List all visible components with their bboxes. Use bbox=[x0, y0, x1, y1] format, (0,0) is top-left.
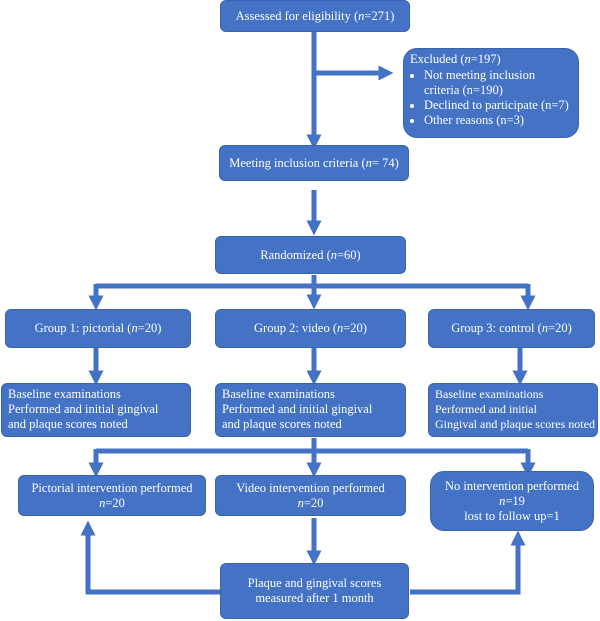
group2-box: Group 2: video (n=20) bbox=[215, 309, 406, 348]
baseline2-line: Baseline examinations bbox=[222, 387, 335, 401]
baseline3-line: Baseline examinations bbox=[435, 387, 544, 401]
randomized-box: Randomized (n=60) bbox=[215, 236, 406, 274]
no-intervention-value: =19 bbox=[505, 493, 525, 508]
baseline1-line: and plaque scores noted bbox=[8, 417, 128, 431]
excluded-list: Not meeting inclusion criteria (n=190) D… bbox=[410, 68, 572, 128]
group2-label: Group 2: video ( bbox=[254, 321, 337, 335]
baseline2-box: Baseline examinations Performed and init… bbox=[215, 383, 406, 437]
eligibility-value: =271) bbox=[364, 8, 395, 23]
lost-to-follow-up: lost to follow up=1 bbox=[464, 508, 560, 523]
baseline2-line: and plaque scores noted bbox=[222, 417, 342, 431]
group1-n: n bbox=[131, 321, 138, 335]
baseline3-line: Performed and initial bbox=[435, 402, 537, 416]
meeting-label: Meeting inclusion criteria ( bbox=[229, 155, 366, 170]
excluded-n: n bbox=[464, 52, 471, 66]
meeting-value: = 74) bbox=[371, 155, 399, 170]
excluded-value: =197) bbox=[470, 52, 501, 66]
group2-n: n bbox=[337, 321, 344, 335]
video-n: n bbox=[297, 495, 304, 510]
baseline1-line: Baseline examinations bbox=[8, 387, 121, 401]
excluded-item: Other reasons (n=3) bbox=[424, 113, 572, 128]
baseline2-line: Performed and initial gingival bbox=[222, 402, 373, 416]
video-value: =20 bbox=[303, 495, 324, 510]
eligibility-n: n bbox=[358, 8, 365, 23]
no-intervention-n: n bbox=[499, 493, 506, 508]
group3-n: n bbox=[541, 321, 549, 335]
pictorial-intervention-box: Pictorial intervention performed n=20 bbox=[18, 475, 206, 516]
no-intervention-label: No intervention performed bbox=[445, 478, 579, 493]
video-intervention-box: Video intervention performed n=20 bbox=[215, 475, 406, 516]
video-intervention-label: Video intervention performed bbox=[236, 480, 385, 495]
plaque-line: measured after 1 month bbox=[255, 591, 374, 605]
baseline3-line: Gingival and plaque scores noted bbox=[435, 417, 595, 431]
plaque-gingival-box: Plaque and gingival scores measured afte… bbox=[220, 563, 409, 619]
group1-label: Group 1: pictorial ( bbox=[34, 321, 132, 335]
arrow-plaque-to-pictorial bbox=[80, 520, 220, 595]
baseline3-box: Baseline examinations Performed and init… bbox=[428, 383, 598, 437]
plaque-line: Plaque and gingival scores bbox=[247, 576, 382, 590]
excluded-item: Not meeting inclusion criteria (n=190) bbox=[424, 68, 572, 98]
group3-value: =20) bbox=[548, 321, 572, 335]
eligibility-label: Assessed for eligibility ( bbox=[235, 8, 359, 23]
randomized-n: n bbox=[330, 247, 337, 262]
randomized-value: =60) bbox=[337, 247, 361, 262]
pictorial-n: n bbox=[99, 495, 106, 510]
randomized-label: Randomized ( bbox=[260, 247, 331, 262]
group3-box: Group 3: control (n=20) bbox=[428, 309, 595, 348]
meeting-criteria-box: Meeting inclusion criteria (n= 74) bbox=[219, 145, 409, 181]
group3-label: Group 3: control ( bbox=[451, 321, 542, 335]
group1-box: Group 1: pictorial (n=20) bbox=[5, 309, 191, 348]
excluded-title: Excluded ( bbox=[410, 52, 465, 66]
group1-value: =20) bbox=[137, 321, 162, 335]
excluded-item: Declined to participate (n=7) bbox=[424, 98, 572, 113]
arrow-plaque-to-no-intervention bbox=[410, 530, 526, 595]
excluded-box: Excluded (n=197) Not meeting inclusion c… bbox=[403, 48, 579, 138]
meeting-n: n bbox=[365, 155, 372, 170]
group2-value: =20) bbox=[343, 321, 367, 335]
baseline1-line: Performed and initial gingival bbox=[8, 402, 159, 416]
pictorial-intervention-label: Pictorial intervention performed bbox=[31, 480, 193, 495]
eligibility-box: Assessed for eligibility (n=271) bbox=[220, 0, 410, 32]
no-intervention-box: No intervention performed n=19 lost to f… bbox=[430, 471, 594, 531]
pictorial-value: =20 bbox=[105, 495, 125, 510]
baseline1-box: Baseline examinations Performed and init… bbox=[1, 383, 191, 437]
